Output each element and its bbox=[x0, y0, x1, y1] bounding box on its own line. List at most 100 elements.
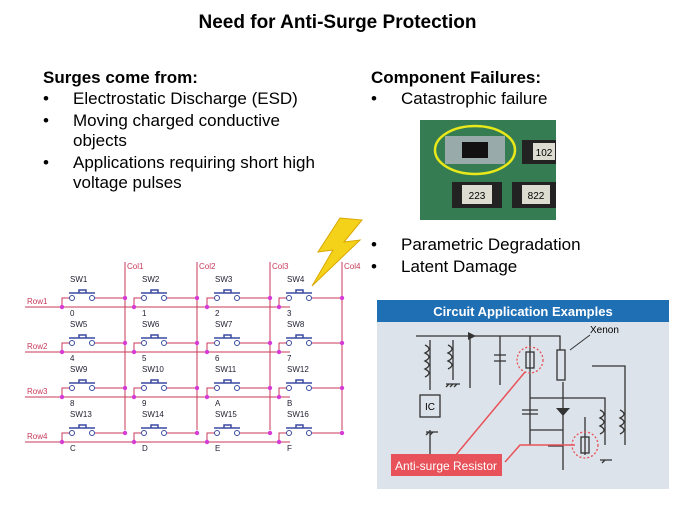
switch-button bbox=[214, 334, 240, 339]
schematic-mark bbox=[278, 297, 342, 307]
surge-heading: Surges come from: bbox=[43, 68, 198, 87]
list-item: Electrostatic Discharge (ESD) bbox=[43, 89, 333, 109]
list-item: Moving charged conductive objects bbox=[43, 111, 333, 151]
circuit-header: Circuit Application Examples bbox=[433, 304, 612, 319]
key-label: F bbox=[287, 444, 292, 453]
schematic-mark bbox=[206, 432, 270, 442]
switch-contact bbox=[234, 295, 240, 301]
switch-button bbox=[286, 289, 312, 294]
schematic-mark bbox=[133, 387, 197, 397]
schematic-mark bbox=[133, 342, 197, 352]
resistor-label: 223 bbox=[469, 191, 486, 202]
switch-label: SW3 bbox=[215, 275, 233, 284]
switch-contact bbox=[161, 340, 167, 346]
junction-dot bbox=[59, 394, 65, 400]
failures-heading: Component Failures: bbox=[371, 68, 542, 87]
switch-contact bbox=[306, 295, 312, 301]
junction-dot bbox=[276, 304, 282, 310]
switch-contact bbox=[89, 430, 95, 436]
resistor-label: 102 bbox=[536, 148, 553, 159]
component-failures-more: Parametric Degradation Latent Damage bbox=[371, 235, 661, 279]
switch-label: SW10 bbox=[142, 365, 164, 374]
junction-dot bbox=[59, 304, 65, 310]
switch-contact bbox=[214, 430, 220, 436]
switch-button bbox=[69, 334, 95, 339]
schematic-mark bbox=[278, 342, 342, 352]
switch-contact bbox=[89, 340, 95, 346]
junction-dot bbox=[204, 304, 210, 310]
junction-dot bbox=[276, 439, 282, 445]
junction-dot bbox=[276, 349, 282, 355]
switch-contact bbox=[141, 430, 147, 436]
schematic-mark bbox=[206, 387, 270, 397]
junction-dot bbox=[339, 430, 345, 436]
junction-dot bbox=[267, 430, 273, 436]
resistor-label: 822 bbox=[528, 191, 545, 202]
junction-dot bbox=[59, 349, 65, 355]
switch-label: SW12 bbox=[287, 365, 309, 374]
list-item: Parametric Degradation bbox=[371, 235, 661, 255]
switch-label: SW11 bbox=[215, 365, 237, 374]
switch-button bbox=[214, 424, 240, 429]
junction-dot bbox=[131, 349, 137, 355]
column-label: Col3 bbox=[272, 262, 289, 271]
switch-contact bbox=[161, 430, 167, 436]
schematic-mark bbox=[278, 432, 342, 442]
row-label: Row2 bbox=[27, 342, 48, 351]
switch-contact bbox=[69, 340, 75, 346]
schematic-mark bbox=[61, 432, 125, 442]
key-label: 9 bbox=[142, 399, 147, 408]
junction-dot bbox=[131, 394, 137, 400]
column-label: Col1 bbox=[127, 262, 144, 271]
switch-contact bbox=[286, 430, 292, 436]
list-item: Catastrophic failure bbox=[371, 89, 661, 109]
schematic-mark bbox=[206, 342, 270, 352]
switch-contact bbox=[234, 430, 240, 436]
switch-contact bbox=[286, 385, 292, 391]
switch-contact bbox=[286, 295, 292, 301]
lightning-icon bbox=[311, 217, 363, 287]
switch-contact bbox=[214, 385, 220, 391]
switch-contact bbox=[306, 430, 312, 436]
key-label: B bbox=[287, 399, 292, 408]
switch-contact bbox=[286, 340, 292, 346]
junction-dot bbox=[339, 295, 345, 301]
switch-button bbox=[214, 379, 240, 384]
junction-dot bbox=[204, 439, 210, 445]
schematic-mark bbox=[278, 387, 342, 397]
switch-button bbox=[141, 334, 167, 339]
key-label: 4 bbox=[70, 354, 75, 363]
switch-label: SW1 bbox=[70, 275, 88, 284]
switch-contact bbox=[89, 295, 95, 301]
row-label: Row1 bbox=[27, 297, 48, 306]
switch-label: SW14 bbox=[142, 410, 164, 419]
junction-dot bbox=[122, 430, 128, 436]
junction-dot bbox=[194, 340, 200, 346]
switch-contact bbox=[161, 385, 167, 391]
switch-button bbox=[286, 379, 312, 384]
key-label: 8 bbox=[70, 399, 75, 408]
anti-surge-callout: Anti-surge Resistor bbox=[395, 459, 497, 473]
switch-button bbox=[286, 424, 312, 429]
pcb-photo: 102 223 822 bbox=[420, 120, 556, 220]
key-label: 3 bbox=[287, 309, 292, 318]
switch-button bbox=[214, 289, 240, 294]
switch-contact bbox=[161, 295, 167, 301]
switch-contact bbox=[141, 385, 147, 391]
xenon-label: Xenon bbox=[590, 325, 619, 336]
switch-contact bbox=[214, 340, 220, 346]
switch-contact bbox=[141, 295, 147, 301]
key-label: 1 bbox=[142, 309, 147, 318]
switch-button bbox=[69, 289, 95, 294]
key-label: 7 bbox=[287, 354, 292, 363]
junction-dot bbox=[122, 385, 128, 391]
switch-label: SW16 bbox=[287, 410, 309, 419]
failure-highlight bbox=[433, 124, 517, 176]
key-label: 6 bbox=[215, 354, 220, 363]
schematic-mark bbox=[133, 297, 197, 307]
switch-contact bbox=[214, 295, 220, 301]
column-label: Col2 bbox=[199, 262, 216, 271]
key-label: 0 bbox=[70, 309, 75, 318]
